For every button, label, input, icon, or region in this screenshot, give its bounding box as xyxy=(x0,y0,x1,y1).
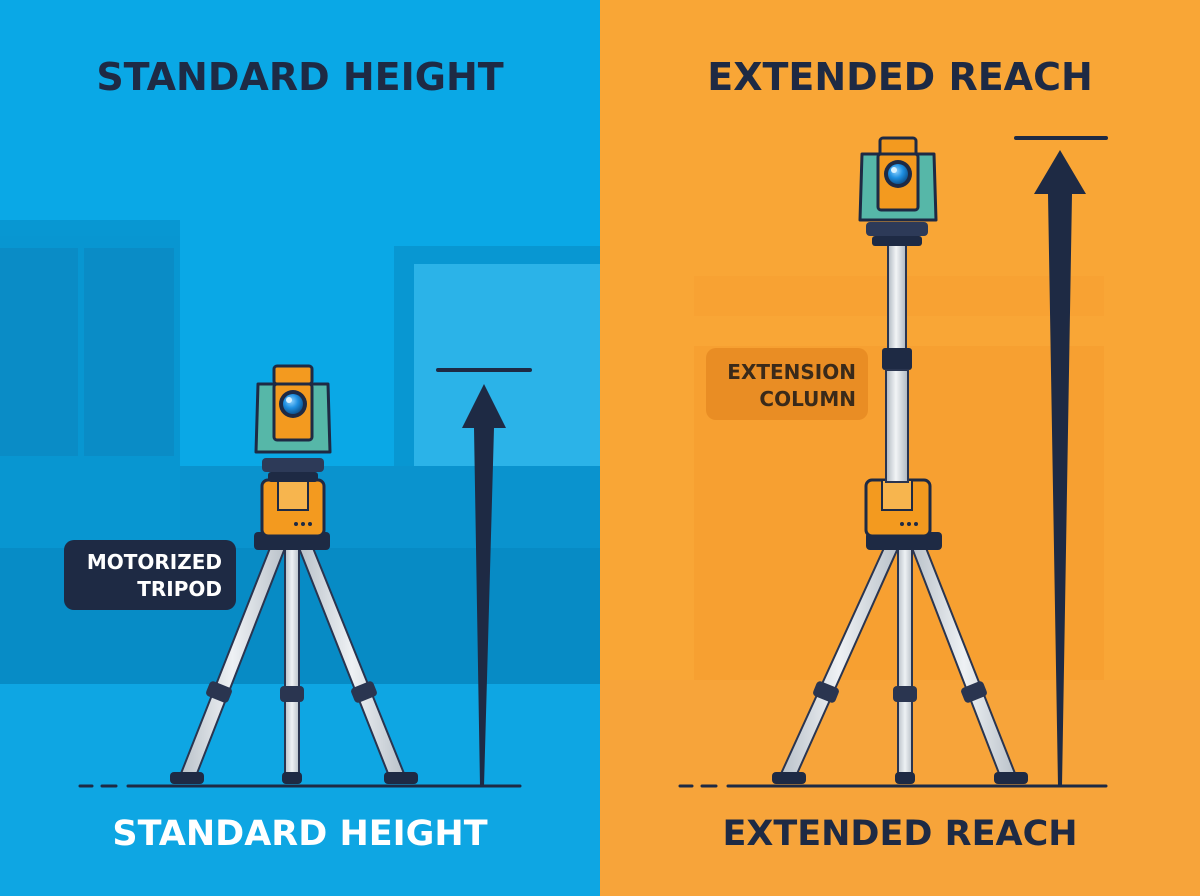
right-panel-caption: EXTENDED REACH xyxy=(722,814,1077,854)
left-callout-line1: MOTORIZED xyxy=(87,550,222,574)
left-height-arrow xyxy=(436,368,532,786)
right-callout-line2: COLUMN xyxy=(759,387,856,411)
left-callout-box xyxy=(64,540,236,610)
right-panel: EXTENSION COLUMN EXTENDED REACH EXTENDED… xyxy=(600,0,1200,896)
left-callout: MOTORIZED TRIPOD xyxy=(64,540,236,610)
left-panel-caption: STANDARD HEIGHT xyxy=(112,814,487,854)
height-arrow-icon xyxy=(1034,150,1086,786)
left-tripod-leg-center xyxy=(284,547,300,777)
total-station-icon xyxy=(254,364,332,454)
total-station-icon xyxy=(858,136,938,222)
left-callout-line2: TRIPOD xyxy=(137,577,222,601)
extension-column xyxy=(866,222,928,483)
right-callout-box xyxy=(706,348,868,420)
right-tripod-leg-center xyxy=(897,547,913,777)
left-tripod xyxy=(170,458,418,784)
right-panel-title: EXTENDED REACH xyxy=(707,55,1093,99)
right-callout-line1: EXTENSION xyxy=(727,360,856,384)
right-height-arrow xyxy=(1014,136,1108,786)
left-panel: MOTORIZED TRIPOD STANDARD HEIGHT STANDAR… xyxy=(0,0,600,896)
height-arrow-icon xyxy=(462,384,506,786)
left-panel-title: STANDARD HEIGHT xyxy=(96,55,503,99)
right-callout: EXTENSION COLUMN xyxy=(706,348,868,420)
